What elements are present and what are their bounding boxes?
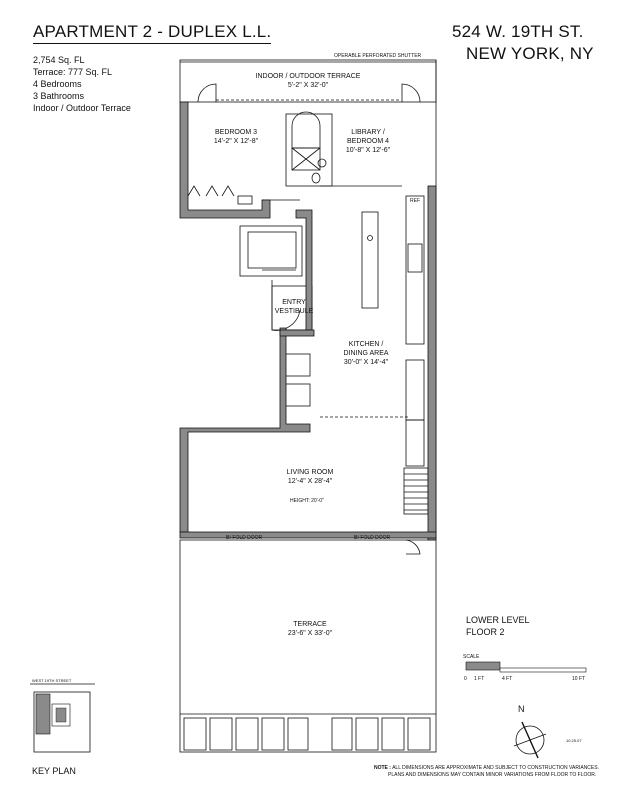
key-plan-label: KEY PLAN <box>32 766 76 776</box>
staircase <box>403 467 429 515</box>
entry-label: ENTRY VESTIBULE <box>270 298 318 316</box>
kitchen-dim: 30'-0" X 14'-4" <box>343 359 389 366</box>
living-room-label: LIVING ROOM 12'-4" X 28'-4" <box>260 468 360 486</box>
level-line-1: LOWER LEVEL <box>466 615 530 625</box>
fireplace-lower <box>283 383 311 407</box>
fireplace-upper <box>283 353 311 377</box>
cooktop-icon <box>407 243 423 273</box>
wall-fireplace-top <box>279 329 315 337</box>
shower-icon <box>291 111 321 149</box>
scale-tick-1: 1 FT <box>474 676 485 682</box>
compass-north-label: N <box>518 704 525 714</box>
living-room-name: LIVING ROOM <box>286 469 334 476</box>
kitchen-name-1: KITCHEN / <box>348 341 384 348</box>
spec-terrace-type: Indoor / Outdoor Terrace <box>33 103 131 113</box>
compass-icon <box>513 721 547 759</box>
spec-bedrooms: 4 Bedrooms <box>33 79 82 89</box>
key-plan-diagram <box>30 683 95 753</box>
scale-bar <box>465 661 587 673</box>
scale-tick-10: 10 FT <box>572 676 586 682</box>
bedroom3-name: BEDROOM 3 <box>214 129 257 136</box>
scale-tick-4: 4 FT <box>502 676 513 682</box>
note-line-1: ALL DIMENSIONS ARE APPROXIMATE AND SUBJE… <box>392 765 599 771</box>
sink-icon <box>317 158 327 168</box>
wall-bottom <box>179 531 437 539</box>
address-line-2: NEW YORK, NY <box>466 44 594 63</box>
pantry-block <box>405 359 425 421</box>
wall-bedroom3 <box>179 101 271 219</box>
terrace-outline <box>179 539 437 753</box>
storage-block <box>405 419 425 467</box>
bathroom <box>285 113 333 187</box>
specs-list: 2,754 Sq. FL Terrace: 777 Sq. FL 4 Bedro… <box>33 54 131 114</box>
bedroom3-dim: 14'-2" X 12'-8" <box>213 138 259 145</box>
scale-label: SCALE <box>463 654 480 660</box>
planters <box>183 717 431 751</box>
level-line-2: FLOOR 2 <box>466 627 505 637</box>
footnote: NOTE : ALL DIMENSIONS ARE APPROXIMATE AN… <box>374 765 614 779</box>
door-swing-1 <box>197 83 217 103</box>
toilet-icon <box>311 172 321 184</box>
terrace-label: TERRACE 23'-6" X 33'-0" <box>258 620 362 638</box>
scale-tick-0: 0 <box>464 676 467 682</box>
spec-bathrooms: 3 Bathrooms <box>33 91 85 101</box>
stair-inner <box>247 231 297 269</box>
shower-base <box>291 147 321 171</box>
kitchen-name-2: DINING AREA <box>343 350 389 357</box>
terrace-name: TERRACE <box>293 621 327 628</box>
upper-terrace-label: INDOOR / OUTDOOR TERRACE 5'-2" X 32'-0" <box>238 72 378 90</box>
shutter-label: OPERABLE PERFORATED SHUTTER <box>334 53 422 59</box>
bifold-door-right: BI-FOLD DOOR <box>354 535 391 541</box>
upper-terrace-dim: 5'-2" X 32'-0" <box>287 82 329 89</box>
ref-label: REF <box>410 198 420 204</box>
bifold-door-swing <box>405 539 421 555</box>
library-name-1: LIBRARY / <box>351 129 385 136</box>
kitchen-counter <box>405 195 425 345</box>
entry-name-1: ENTRY <box>282 299 306 306</box>
spec-terrace: Terrace: 777 Sq. FL <box>33 67 113 77</box>
entry-name-2: VESTIBULE <box>274 308 314 315</box>
door-swing-2 <box>401 83 421 103</box>
living-room-dim: 12'-4" X 28'-4" <box>287 478 333 485</box>
plan-date: 10.25.07 <box>566 738 582 743</box>
kitchen-island <box>361 211 379 309</box>
wall-right <box>427 185 437 541</box>
plan-title: APARTMENT 2 - DUPLEX L.L. <box>33 22 272 44</box>
address-line-1: 524 W. 19TH ST. <box>452 22 584 41</box>
spec-area: 2,754 Sq. FL <box>33 55 85 65</box>
bedroom3-label: BEDROOM 3 14'-2" X 12'-8" <box>200 128 272 146</box>
shower-x-2 <box>291 147 321 171</box>
kitchen-label: KITCHEN / DINING AREA 30'-0" X 14'-4" <box>326 340 406 367</box>
note-prefix: NOTE : <box>374 765 391 771</box>
desk-icon <box>237 195 253 205</box>
library-name-2: BEDROOM 4 <box>346 138 389 145</box>
library-label: LIBRARY / BEDROOM 4 10'-8" X 12'-6" <box>336 128 400 155</box>
note-line-2: PLANS AND DIMENSIONS MAY CONTAIN MINOR V… <box>388 772 597 778</box>
closet-hangers <box>187 185 235 197</box>
stair-block <box>239 225 303 277</box>
level-info: LOWER LEVEL FLOOR 2 <box>466 614 530 638</box>
bifold-door-left: BI-FOLD DOOR <box>226 535 263 541</box>
library-dim: 10'-8" X 12'-6" <box>345 147 391 154</box>
ceiling-height: HEIGHT: 20'-0" <box>290 498 324 504</box>
terrace-dim: 23'-6" X 33'-0" <box>287 630 333 637</box>
island-sink-icon <box>367 235 373 241</box>
key-plan-street: WEST 19TH STREET <box>32 678 72 683</box>
upper-terrace-name: INDOOR / OUTDOOR TERRACE <box>255 73 361 80</box>
